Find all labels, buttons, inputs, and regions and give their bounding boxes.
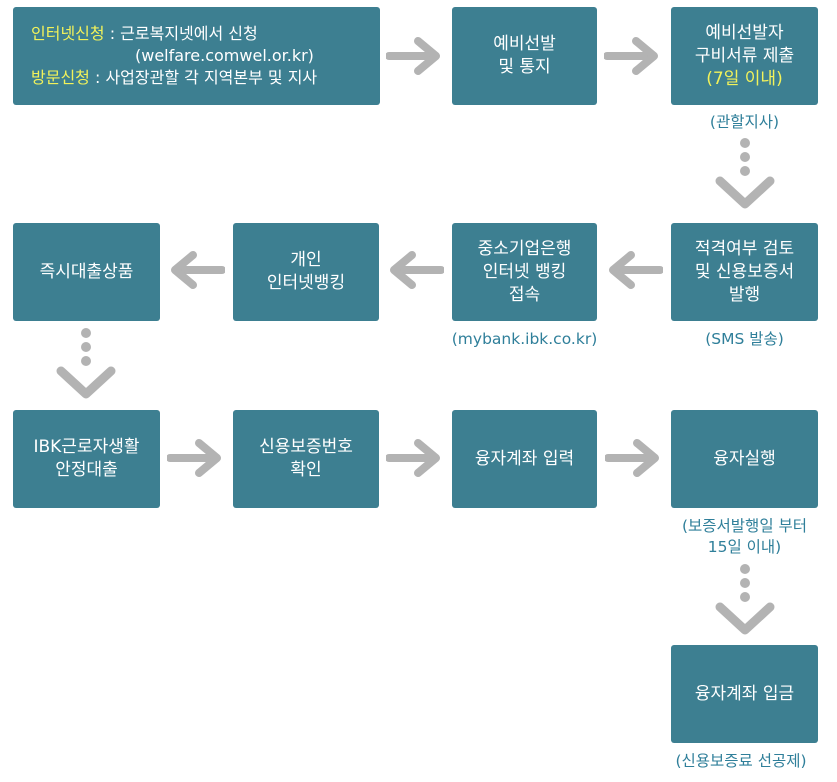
access-note: (mybank.ibk.co.kr)	[451, 330, 598, 348]
online-apply-label: 인터넷신청	[31, 24, 105, 43]
execute-step-box: 융자실행	[671, 410, 818, 508]
arrow-right-icon	[167, 439, 221, 477]
arrow-left-icon	[171, 251, 225, 289]
guarantee-step-box: 신용보증번호 확인	[233, 410, 379, 508]
access-step-box: 중소기업은행 인터넷 뱅킹 접속	[452, 223, 597, 321]
personal-line2: 인터넷뱅킹	[266, 273, 346, 293]
deposit-note: (신용보증료 선공제)	[675, 752, 807, 770]
guarantee-line2: 확인	[290, 460, 322, 480]
execute-line1: 융자실행	[713, 448, 776, 469]
arrow-left-icon	[390, 251, 444, 289]
review-line3: 발행	[728, 284, 761, 305]
visit-apply-label: 방문신청	[31, 68, 90, 87]
visit-apply-text: : 사업장관할 각 지역본부 및 지사	[89, 68, 318, 87]
guarantee-line1: 신용보증번호	[259, 437, 353, 457]
online-apply-text: : 근로복지넷에서 신청	[104, 24, 258, 43]
execute-note-line1: (보증서발행일 부터	[681, 517, 808, 535]
deposit-step-box: 융자계좌 입금	[671, 645, 818, 743]
arrow-right-icon	[605, 439, 659, 477]
account-line1: 융자계좌 입력	[474, 448, 575, 469]
arrow-right-icon	[604, 37, 658, 75]
submit-line2: 구비서류 제출	[694, 45, 795, 66]
arrow-left-icon	[609, 251, 663, 289]
access-line1: 중소기업은행	[477, 238, 572, 259]
submit-line1: 예비선발자	[705, 22, 784, 43]
online-apply-line: 인터넷신청 : 근로복지넷에서 신청	[31, 23, 258, 45]
review-line2: 및 신용보증서	[694, 261, 795, 282]
online-apply-url: (welfare.comwel.or.kr)	[135, 46, 314, 65]
instant-step-box: 즉시대출상품	[13, 223, 160, 321]
notify-line1: 예비선발	[493, 34, 556, 54]
access-line2: 인터넷 뱅킹	[482, 261, 567, 282]
submit-note: (관할지사)	[709, 113, 780, 131]
deposit-line1: 융자계좌 입금	[694, 683, 795, 704]
instant-line1: 즉시대출상품	[39, 261, 134, 282]
loan-line1: IBK근로자생활	[33, 437, 140, 457]
arrow-down-icon	[715, 138, 775, 209]
arrow-down-icon	[715, 564, 775, 635]
personal-line1: 개인	[290, 250, 322, 270]
account-step-box: 융자계좌 입력	[452, 410, 597, 508]
access-line3: 접속	[508, 284, 541, 305]
notify-step-box: 예비선발 및 통지	[452, 7, 597, 105]
review-line1: 적격여부 검토	[694, 238, 795, 259]
arrow-right-icon	[386, 439, 440, 477]
arrow-right-icon	[386, 37, 440, 75]
apply-step-box: 인터넷신청 : 근로복지넷에서 신청 (welfare.comwel.or.kr…	[13, 7, 380, 105]
loan-line2: 안정대출	[55, 460, 118, 480]
review-note: (SMS 발송)	[705, 330, 784, 348]
submit-step-box: 예비선발자 구비서류 제출 (7일 이내)	[671, 7, 818, 105]
review-step-box: 적격여부 검토 및 신용보증서 발행	[671, 223, 818, 321]
arrow-down-icon	[56, 328, 116, 399]
execute-note-line2: 15일 이내)	[707, 538, 782, 556]
personal-step-box: 개인 인터넷뱅킹	[233, 223, 379, 321]
loan-step-box: IBK근로자생활 안정대출	[13, 410, 160, 508]
submit-deadline: (7일 이내)	[706, 68, 783, 89]
notify-line2: 및 통지	[498, 57, 551, 77]
visit-apply-line: 방문신청 : 사업장관할 각 지역본부 및 지사	[31, 67, 317, 89]
